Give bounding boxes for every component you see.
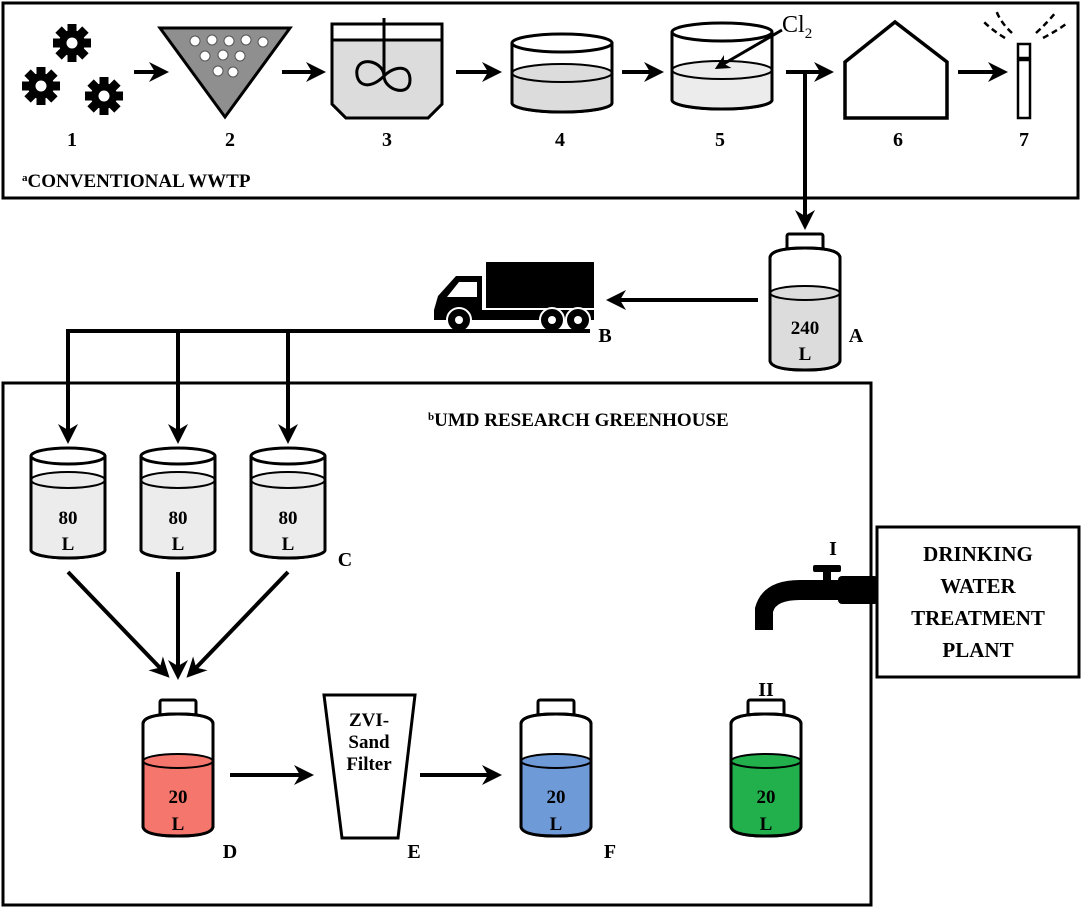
greenhouse-icon — [843, 19, 949, 120]
tank-a — [768, 232, 842, 372]
truck-icon — [434, 262, 594, 333]
wwtp-frame — [1, 1, 1080, 200]
filter-e-label: E — [407, 841, 420, 863]
bucket-c3 — [249, 446, 327, 560]
dwtp-box — [875, 525, 1081, 679]
filter-e-line3: Filter — [346, 754, 392, 775]
filter-e-line2: Sand — [348, 732, 390, 753]
tank-a-unit: L — [799, 344, 812, 365]
distribution-lines — [58, 329, 590, 444]
step-2-label: 2 — [225, 129, 235, 151]
dwtp-line3: TREATMENT — [911, 606, 1045, 630]
converging-arrows — [66, 570, 290, 680]
clarifier-icon — [510, 32, 614, 114]
bottle-ii-surface — [730, 753, 802, 769]
faucet-label: I — [829, 538, 837, 560]
bottle-f-surface — [520, 753, 592, 769]
dwtp-line1: DRINKING — [923, 542, 1033, 566]
bottle-ii-label: II — [758, 679, 774, 701]
step-4-label: 4 — [555, 129, 565, 151]
bottle-f-unit: L — [550, 814, 563, 835]
chlorine-label: Cl2 — [782, 12, 812, 42]
tank-a-volume: 240 — [791, 318, 820, 339]
mixing-tank-icon — [330, 18, 444, 120]
bottle-d — [141, 698, 215, 838]
bottle-ii-volume: 20 — [757, 787, 776, 808]
bottle-ii-unit: L — [760, 814, 773, 835]
bottle-ii — [729, 698, 803, 838]
tank-a-label: A — [849, 325, 864, 347]
bottle-d-surface — [142, 753, 214, 769]
step-7-label: 7 — [1019, 129, 1029, 151]
bottle-ii-fill — [731, 761, 801, 836]
bottle-f-fill — [521, 761, 591, 836]
sprinkler-icon — [983, 9, 1067, 120]
dwtp-line4: PLANT — [942, 638, 1013, 662]
screen-icon — [157, 26, 293, 120]
step-5-label: 5 — [715, 129, 725, 151]
bucket-c2 — [139, 446, 217, 560]
truck-label: B — [598, 325, 611, 347]
bucket-c1-volume: 80 — [59, 508, 78, 529]
chlorine-dosing-arrow — [714, 28, 783, 70]
step-1-label: 1 — [67, 129, 77, 151]
wwtp-section-label: aCONVENTIONAL WWTP — [22, 171, 251, 192]
buckets-c-label: C — [338, 549, 352, 571]
greenhouse-section-label: bUMD RESEARCH GREENHOUSE — [428, 410, 729, 431]
faucet-icon — [755, 565, 878, 630]
bucket-c2-volume: 80 — [169, 508, 188, 529]
step-6-label: 6 — [893, 129, 903, 151]
bottle-f — [519, 698, 593, 838]
bucket-c3-unit: L — [282, 534, 295, 555]
bottle-d-volume: 20 — [169, 787, 188, 808]
dwtp-line2: WATER — [940, 574, 1016, 598]
greenhouse-frame — [1, 381, 873, 907]
zvi-sand-filter — [322, 693, 417, 840]
bucket-c3-volume: 80 — [279, 508, 298, 529]
gears-icon — [22, 24, 123, 115]
bottle-d-label: D — [223, 841, 237, 863]
step-3-label: 3 — [382, 129, 392, 151]
bottle-f-label: F — [604, 841, 616, 863]
bottle-d-fill — [143, 761, 213, 836]
bucket-c1-unit: L — [62, 534, 75, 555]
bottle-f-volume: 20 — [547, 787, 566, 808]
filter-e-line1: ZVI- — [349, 710, 389, 731]
bucket-c2-unit: L — [172, 534, 185, 555]
bucket-c1 — [29, 446, 107, 560]
bottle-d-unit: L — [172, 814, 185, 835]
